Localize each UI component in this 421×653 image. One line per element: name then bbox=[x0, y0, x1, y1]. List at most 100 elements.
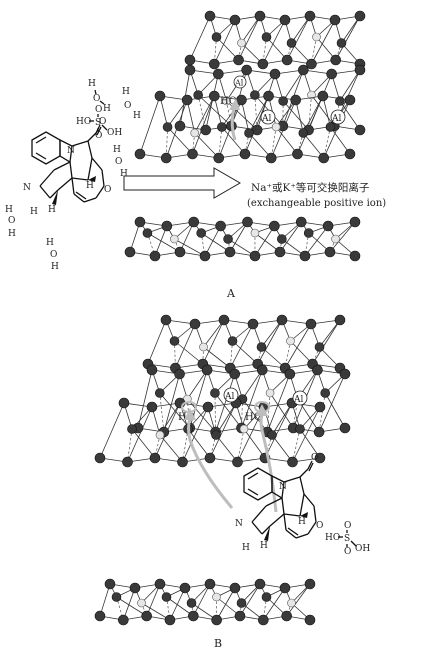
a-bot-oxygen-atom bbox=[249, 250, 261, 262]
panel-a-exchange-arrow bbox=[123, 167, 242, 199]
svg-text:Al: Al bbox=[331, 114, 341, 124]
a-top-oxygen-atom bbox=[329, 14, 341, 26]
b-top2-bond bbox=[269, 392, 294, 429]
a-bot-oxygen-atom bbox=[215, 220, 226, 232]
a-mid-silicon-atom bbox=[190, 128, 200, 138]
panel-b-gray-arrow-1-head bbox=[184, 408, 196, 420]
panel-a-alkaloid-molecule: N O H N H O H bbox=[23, 117, 111, 217]
b-mid-bond-dashed bbox=[127, 428, 133, 463]
b-top2-bond bbox=[214, 392, 242, 429]
svg-text:O: O bbox=[104, 185, 111, 195]
b-mid-silicon-atom bbox=[239, 424, 249, 434]
a-mid-oxygen-atom bbox=[134, 148, 146, 160]
a-top-oxygen-atom bbox=[304, 10, 316, 22]
a-top2-oxygen-atom bbox=[193, 90, 203, 100]
b-bot-oxygen-atom bbox=[236, 598, 247, 608]
a-mid-bond bbox=[241, 99, 250, 134]
a-bot-bond bbox=[200, 232, 231, 253]
b-bot-oxygen-atom bbox=[304, 578, 316, 590]
a-top2-bond bbox=[282, 100, 309, 131]
a-top-oxygen-atom bbox=[306, 58, 317, 70]
svg-text:O: O bbox=[8, 216, 15, 226]
svg-text:HO: HO bbox=[76, 117, 91, 127]
b-top2-bond bbox=[241, 369, 263, 429]
b-bot-bond bbox=[146, 583, 161, 617]
b-bot-oxygen-atom bbox=[179, 582, 191, 594]
a-mid-bond-dashed bbox=[165, 126, 168, 159]
b-mid-oxygen-atom bbox=[232, 456, 243, 468]
a-mid-oxygen-atom bbox=[162, 122, 173, 132]
a-top2-oxygen-atom bbox=[354, 124, 366, 136]
b-top2-bond bbox=[242, 369, 263, 400]
b-top-oxygen-atom bbox=[276, 314, 288, 326]
b-bot-bond bbox=[116, 596, 147, 617]
a-mid-oxygen-atom bbox=[217, 122, 227, 132]
a-bot-oxygen-atom bbox=[269, 220, 280, 232]
svg-text:O: O bbox=[115, 157, 122, 167]
a-top-oxygen-atom bbox=[257, 58, 269, 70]
a-mid-bond bbox=[159, 95, 168, 128]
svg-text:N: N bbox=[23, 183, 31, 193]
a-mid-oxygen-atom bbox=[160, 152, 172, 164]
a-top-bond bbox=[189, 15, 211, 61]
panel-a-water-2: H O H bbox=[122, 87, 141, 121]
b-mid-bond bbox=[271, 434, 293, 463]
a-top2-oxygen-atom bbox=[213, 68, 224, 80]
svg-text:N: N bbox=[235, 519, 243, 529]
a-bot-oxygen-atom bbox=[303, 228, 314, 238]
a-mid-bond-dashed bbox=[323, 126, 331, 159]
a-top2-bond bbox=[339, 69, 361, 102]
a-top-oxygen-atom bbox=[229, 14, 241, 26]
a-bot-oxygen-atom bbox=[124, 246, 136, 258]
a-mid-oxygen-atom bbox=[239, 148, 251, 160]
b-mid-bond bbox=[159, 402, 181, 436]
b-mid-bond bbox=[131, 428, 156, 459]
b-top-bond bbox=[319, 319, 341, 348]
a-bot-oxygen-atom bbox=[161, 220, 173, 232]
a-mid-bond bbox=[248, 95, 269, 134]
a-mid-bond-dashed bbox=[270, 126, 277, 159]
b-top-oxygen-atom bbox=[256, 342, 267, 352]
a-top-silicon-atom bbox=[312, 32, 321, 42]
b-mid-bond bbox=[215, 434, 238, 463]
a-bot-oxygen-atom bbox=[188, 216, 200, 228]
a-mid-bond-dashed bbox=[244, 132, 250, 155]
a-top-oxygen-atom bbox=[286, 38, 297, 48]
a-top-bond bbox=[238, 15, 261, 61]
panel-b-al-label-1: Al bbox=[223, 387, 239, 403]
a-mid-bond bbox=[302, 95, 324, 134]
panel-a-sulfuric-acid: HO S O O OH bbox=[76, 105, 122, 141]
a-mid-bond bbox=[275, 99, 297, 128]
a-top2-bond bbox=[282, 69, 304, 102]
b-mid-oxygen-atom bbox=[118, 397, 130, 409]
panel-a-al-label-2: Al bbox=[330, 109, 346, 125]
panel-b-alkaloid-molecule: N O H N H O H bbox=[235, 453, 323, 553]
a-mid-bond bbox=[139, 95, 161, 155]
b-mid-bond bbox=[209, 402, 237, 459]
a-top-oxygen-atom bbox=[261, 32, 272, 42]
svg-text:O: O bbox=[95, 131, 102, 141]
svg-text:O: O bbox=[93, 94, 100, 104]
a-bot-oxygen-atom bbox=[295, 216, 307, 228]
a-top-bond bbox=[241, 15, 261, 44]
a-bot-bond bbox=[329, 221, 356, 253]
b-bot-oxygen-atom bbox=[204, 578, 216, 590]
panel-b-sulfuric-acid: HO S O O OH bbox=[325, 521, 370, 557]
a-top-oxygen-atom bbox=[336, 38, 347, 48]
b-mid-bond bbox=[264, 402, 293, 459]
panel-a-water-3: H O H bbox=[113, 145, 128, 179]
b-bot-oxygen-atom bbox=[104, 578, 116, 590]
b-mid-silicon-atom bbox=[155, 430, 165, 440]
a-mid-bond bbox=[165, 99, 188, 159]
a-bot-oxygen-atom bbox=[322, 220, 334, 232]
a-top2-oxygen-atom bbox=[269, 68, 281, 80]
b-bot-oxygen-atom bbox=[118, 614, 129, 626]
a-bot-bond bbox=[147, 232, 181, 253]
a-top2-oxygen-atom bbox=[200, 124, 212, 136]
svg-text:H: H bbox=[133, 111, 141, 121]
a-top2-silicon-atom bbox=[222, 96, 231, 106]
b-mid-oxygen-atom bbox=[211, 430, 221, 440]
b-bot-oxygen-atom bbox=[281, 610, 292, 622]
b-mid-oxygen-atom bbox=[314, 452, 326, 464]
b-top-silicon-atom bbox=[286, 336, 295, 346]
